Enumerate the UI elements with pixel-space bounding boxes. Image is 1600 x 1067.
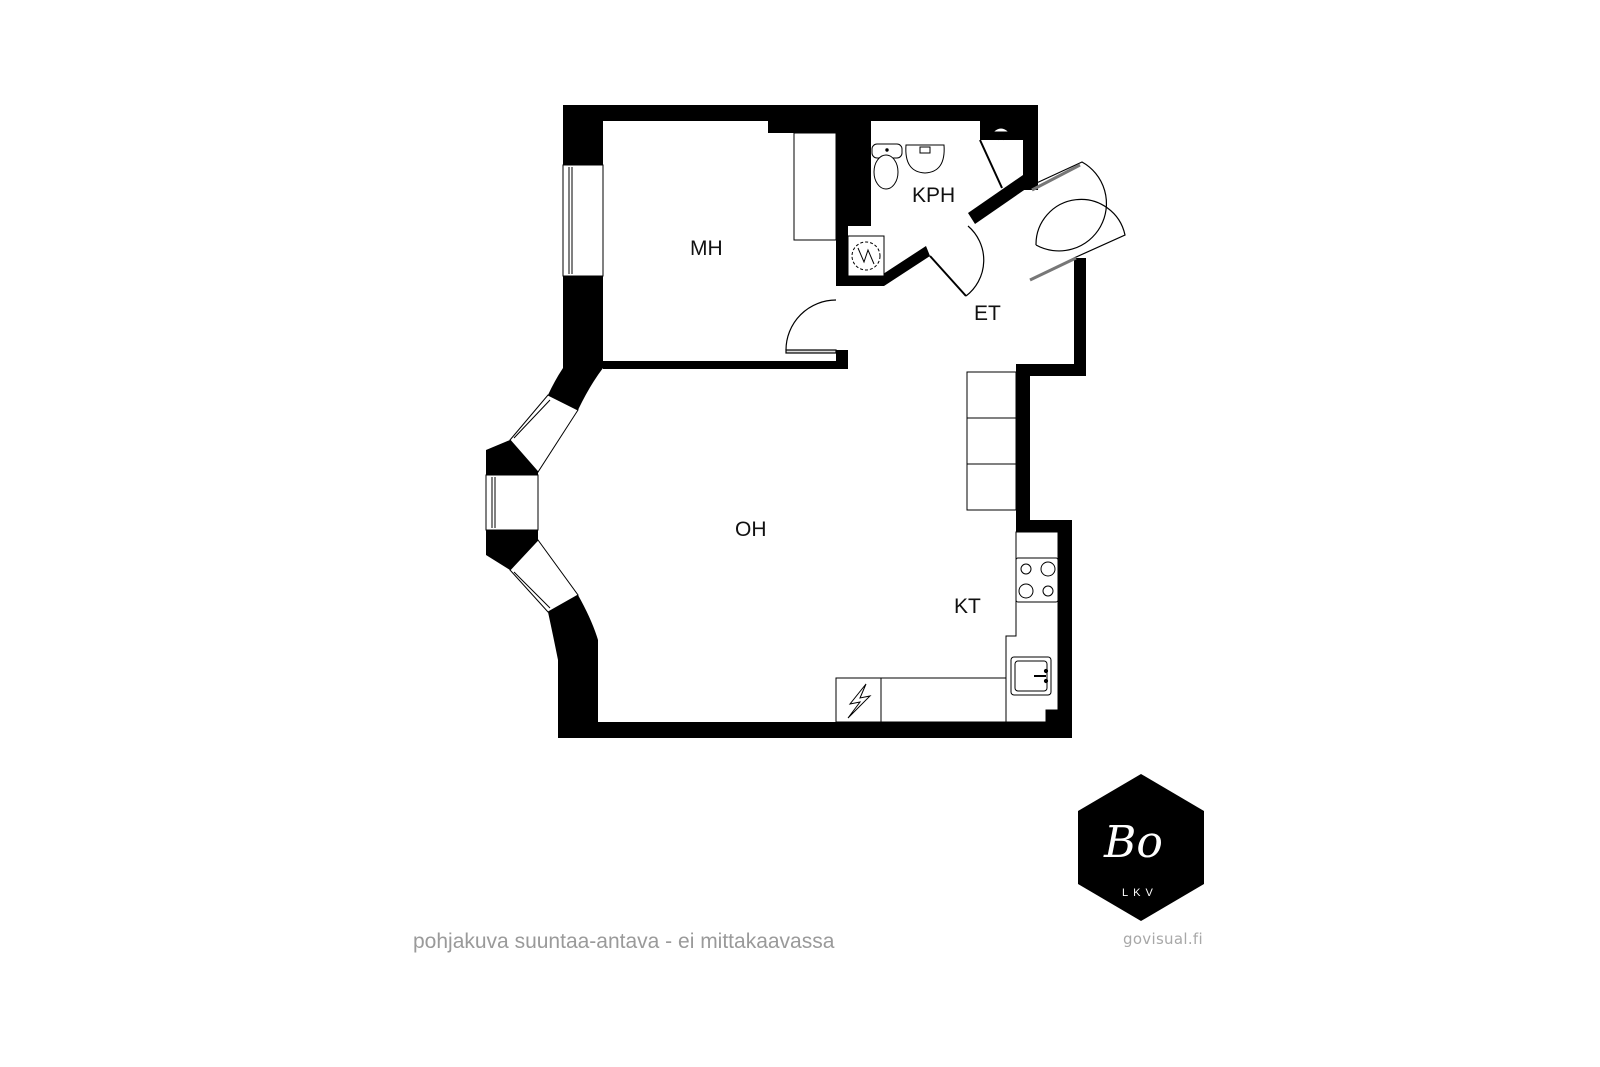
- kitchen-sink-icon: [1010, 656, 1052, 696]
- stove-icon: [1015, 557, 1059, 603]
- windows: [485, 164, 604, 613]
- disclaimer-caption: pohjakuva suuntaa-antava - ei mittakaava…: [413, 930, 835, 953]
- wardrobe: [793, 132, 837, 241]
- washing-machine-icon: [847, 235, 885, 277]
- sink-icon: [905, 144, 945, 174]
- shower-icon: [991, 121, 1011, 141]
- room-label-kph: KPH: [912, 184, 955, 207]
- logo-subtitle: LKV: [1122, 887, 1158, 899]
- room-label-kt: KT: [954, 595, 981, 618]
- credit-link: govisual.fi: [1123, 930, 1203, 948]
- room-label-oh: OH: [735, 518, 767, 541]
- doors: [785, 139, 1126, 354]
- electric-panel-icon: [835, 677, 882, 723]
- fixtures: [793, 121, 1059, 723]
- room-label-et: ET: [974, 302, 1001, 325]
- company-logo: Bo LKV: [1078, 774, 1204, 921]
- logo-mark: Bo: [1103, 817, 1163, 868]
- toilet-icon: [871, 143, 903, 190]
- room-label-mh: MH: [690, 237, 723, 260]
